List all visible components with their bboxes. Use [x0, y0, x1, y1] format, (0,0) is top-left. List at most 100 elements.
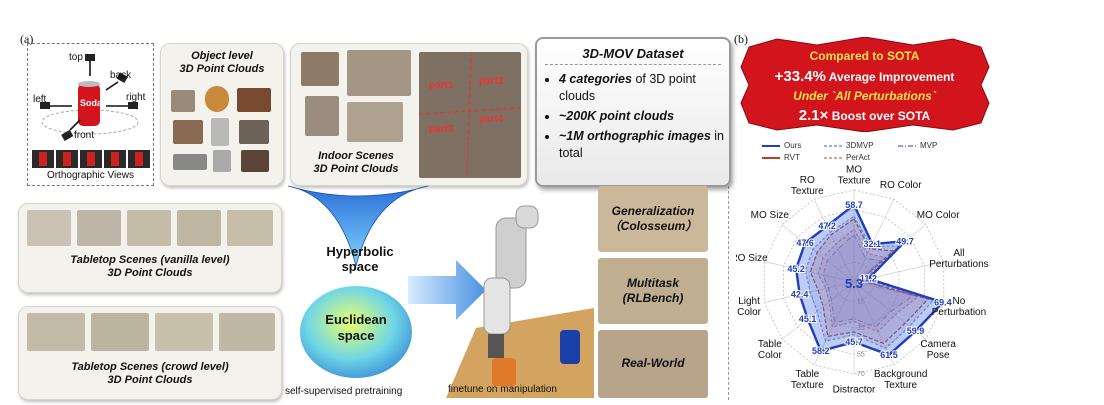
task-tile-multitask: Multitask (RLBench): [598, 258, 708, 324]
view-label-top: top: [69, 52, 83, 63]
radar-ring-label: 15: [857, 299, 865, 306]
radar-value-label: 49.7: [896, 236, 914, 246]
part-label-1: part1: [429, 80, 454, 91]
radar-axis-label: RO Color: [880, 180, 922, 191]
badge-line-2: +33.4% Average Improvement: [774, 68, 955, 85]
badge-line-4: 2.1× Boost over SOTA: [798, 107, 931, 124]
radar-spoke: [781, 224, 855, 283]
panel-label-b: (b): [734, 32, 748, 46]
task-label: Real-World: [621, 356, 685, 370]
radar-ring-label: 70: [857, 371, 865, 378]
object-level-title: Object level 3D Point Clouds: [179, 50, 265, 75]
dataset-stat-item: ~200K point clouds: [559, 108, 729, 125]
radar-value-label: 32.1: [864, 239, 882, 249]
legend-label-rvt: RVT: [784, 153, 800, 162]
tabletop-crowd-card: Tabletop Scenes (crowd level) 3D Point C…: [18, 306, 282, 400]
task-tile-realworld: Real-World: [598, 330, 708, 398]
dataset-summary-box: 3D-MOV Dataset 4 categories of 3D point …: [535, 37, 731, 187]
radar-axis-label-line: RO: [800, 175, 815, 186]
radar-axis-label-line: Table: [758, 339, 782, 350]
radar-value-label: 59.9: [907, 326, 925, 336]
tabletop-thumb: [177, 210, 221, 246]
chart-legend: Ours RVT 3DMVP PerAct MVP: [758, 140, 998, 166]
camera-rig-illustration: [40, 54, 139, 141]
object-thumb: [173, 120, 203, 144]
object-thumb: [239, 120, 269, 144]
part-label-3: part3: [429, 124, 454, 135]
finetune-caption: finetune on manipulation: [448, 384, 557, 395]
task-label: Multitask (RLBench): [622, 276, 684, 305]
tabletop-crowd-thumb: [219, 313, 275, 351]
indoor-thumb: [305, 96, 339, 136]
dataset-stats-list: 4 categories of 3D point clouds ~200K po…: [537, 71, 729, 162]
radar-value-label: 58.2: [812, 346, 830, 356]
badge-starburst: [740, 37, 990, 132]
legend-label-mvp: MVP: [920, 141, 938, 150]
radar-axis-label-line: Texture: [791, 186, 824, 197]
radar-axis-label: MO Size: [751, 210, 790, 221]
radar-axis-label-line: Pose: [927, 350, 950, 361]
radar-axis-label-line: Color: [758, 350, 783, 361]
view-label-left: left: [33, 94, 47, 105]
tabletop-thumb: [227, 210, 273, 246]
radar-value-label: 69.4: [934, 297, 952, 307]
radar-ring-label: 55: [857, 351, 865, 358]
radar-axis-label: MO Color: [917, 210, 960, 221]
radar-ring: [763, 189, 945, 375]
hyperbolic-label: Hyperbolic space: [326, 244, 394, 274]
radar-value-label: 42.4: [791, 289, 809, 299]
radar-value-label: 47.6: [796, 238, 814, 248]
radar-spoke: [853, 281, 927, 340]
object-thumb: [173, 154, 207, 170]
view-label-back: back: [110, 70, 132, 81]
part-divider-lines: [419, 52, 521, 178]
tabletop-thumb: [127, 210, 171, 246]
hyperbolic-funnel: [287, 185, 429, 267]
manipulation-scene: finetune on manipulation: [436, 198, 594, 398]
orthographic-views-box: Soda top back left right front Orthograp…: [27, 43, 154, 186]
radar-axis-label-line: MO Color: [917, 210, 960, 221]
dataset-stat-item: ~1M orthographic images in total: [559, 128, 729, 162]
radar-value-label: 61.5: [880, 350, 898, 360]
object-thumb: [241, 150, 269, 172]
radar-ring-label: 35: [857, 325, 865, 332]
radar-center-label: 5.3: [845, 276, 863, 291]
radar-value-label: 45.2: [787, 264, 805, 274]
ortho-thumb: [32, 150, 54, 168]
indoor-thumb: [301, 52, 339, 86]
part-label-4: part4: [479, 114, 504, 125]
indoor-thumb: [347, 102, 403, 142]
radar-axis-label-line: No: [953, 296, 966, 307]
dataset-stat-item: 4 categories of 3D point clouds: [559, 71, 729, 105]
robot-arm-illustration: [446, 205, 594, 398]
sota-badge: Compared to SOTA +33.4% Average Improvem…: [737, 37, 992, 132]
indoor-title: Indoor Scenes 3D Point Clouds: [313, 150, 399, 175]
radar-spoke: [764, 261, 855, 283]
radar-value-label: 58.7: [845, 200, 863, 210]
task-tile-generalization: Generalization （Colosseum）: [598, 186, 708, 252]
badge-line-1: Compared to SOTA: [809, 49, 920, 63]
legend-label-peract: PerAct: [846, 153, 871, 162]
object-thumb: [205, 86, 229, 112]
badge-line-3: Under `All Perturbations`: [793, 89, 936, 103]
euclidean-sphere: [300, 286, 412, 378]
radar-axis-label-line: Texture: [791, 380, 824, 391]
legend-label-ours: Ours: [784, 141, 802, 150]
radar-axis-label-line: Table: [795, 369, 819, 380]
tabletop-crowd-thumb: [91, 313, 149, 351]
radar-axis-label-line: Texture: [838, 175, 871, 186]
tabletop-thumb: [27, 210, 71, 246]
ortho-thumb: [56, 150, 78, 168]
legend-swatches: [762, 145, 916, 159]
radar-spoke: [853, 281, 895, 366]
panel-divider: [728, 40, 729, 400]
finetune-arrow: [408, 260, 486, 320]
radar-axis-label-line: Texture: [884, 380, 917, 391]
radar-axis-label-line: Color: [737, 307, 762, 318]
